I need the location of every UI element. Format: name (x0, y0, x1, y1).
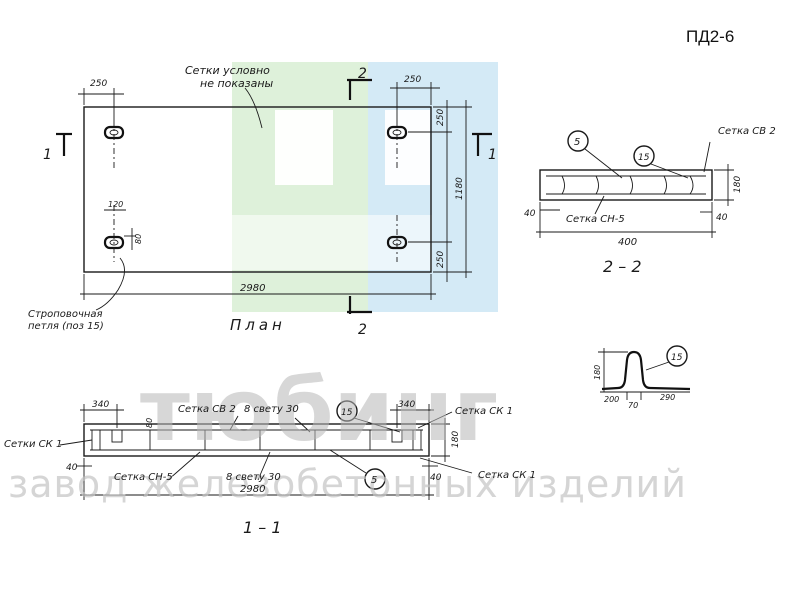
loop-dim-70: 70 (628, 401, 638, 410)
section-1-1-outline (83, 423, 430, 457)
s22-dim-400: 400 (618, 237, 637, 248)
plan-dim-120: 120 (108, 200, 123, 209)
plan-dim-80: 80 (134, 234, 143, 244)
plan-dim-250-top: 250 (436, 109, 446, 126)
plan-note-line1: Сетки условно (185, 64, 270, 77)
s11-label-ck1-right-bottom: Сетка СК 1 (478, 470, 536, 481)
loop-dim-200: 200 (604, 395, 619, 404)
section-2-2-outline (539, 169, 713, 201)
s11-dim-40-right: 40 (430, 473, 442, 483)
watermark-green-block (232, 62, 368, 312)
s11-dim-80: 80 (145, 418, 154, 428)
loop-shape (601, 350, 691, 391)
s22-callout-5: 5 (574, 137, 580, 148)
s11-label-cv2: Сетка СВ 2 (178, 404, 236, 415)
plan-caption: План (230, 316, 286, 334)
s22-dim-40-left: 40 (524, 209, 536, 219)
s11-dim-2980: 2980 (240, 484, 265, 495)
s22-dim-40-right: 40 (716, 213, 728, 223)
product-code: ПД2-6 (686, 27, 734, 46)
s11-dim-340-left: 340 (92, 400, 109, 410)
lifting-loop-label-line1: Строповочная (28, 309, 103, 320)
s11-label-ck1-left: Сетки СК 1 (4, 439, 62, 450)
loop-callout-15: 15 (671, 353, 683, 363)
plan-section-mark-2-top: 2 (358, 66, 367, 82)
section-1-1 (59, 400, 473, 500)
plan-dim-250-left: 250 (90, 79, 107, 89)
watermark-brand: тюбинг (140, 361, 498, 461)
watermark-cutout-3 (232, 215, 432, 270)
s11-callout-5: 5 (371, 475, 377, 486)
s22-label-ch5: Сетка СН-5 (566, 214, 625, 225)
watermark-cutout-1 (275, 110, 333, 185)
s11-caption: 1 – 1 (243, 518, 282, 537)
plan-dim-250-bottom: 250 (436, 251, 446, 268)
loop-dim-290: 290 (660, 393, 675, 402)
plan-note-line2: не показаны (200, 77, 274, 90)
plan-section-mark-1-right: 1 (488, 147, 497, 163)
s11-callout-15: 15 (341, 408, 353, 418)
s11-label-ck1-right-top: Сетка СК 1 (455, 406, 513, 417)
s11-dim-40-left: 40 (66, 463, 78, 473)
plan-dim-2980: 2980 (240, 283, 265, 294)
s22-label-cv2: Сетка СВ 2 (718, 126, 776, 137)
lifting-loop-label-line2: петля (поз 15) (28, 321, 104, 332)
s22-dim-180: 180 (733, 176, 743, 193)
s11-label-ch5: Сетка СН-5 (114, 472, 173, 483)
plan-view (56, 78, 492, 314)
section-2-2 (536, 130, 734, 238)
s22-callout-15: 15 (638, 153, 650, 163)
plan-dim-250-right: 250 (404, 75, 421, 85)
loop-dim-180: 180 (593, 365, 602, 380)
plan-dim-1180: 1180 (455, 177, 465, 200)
s22-caption: 2 – 2 (603, 257, 642, 276)
s11-dim-340-right: 340 (398, 400, 415, 410)
watermark-cutout-2 (385, 110, 430, 185)
s11-label-vsvetu-bottom: 8 свету 30 (226, 472, 281, 483)
plan-section-mark-1-left: 1 (43, 147, 52, 163)
s11-label-vsvetu-top: 8 свету 30 (244, 404, 299, 415)
watermark-tagline: завод железобетонных изделий (8, 462, 687, 506)
loop-detail (598, 345, 691, 400)
plan-section-mark-2-bottom: 2 (358, 322, 367, 338)
slab-outline (83, 106, 432, 273)
s11-dim-180: 180 (451, 431, 461, 448)
watermark-blue-block (368, 62, 498, 312)
